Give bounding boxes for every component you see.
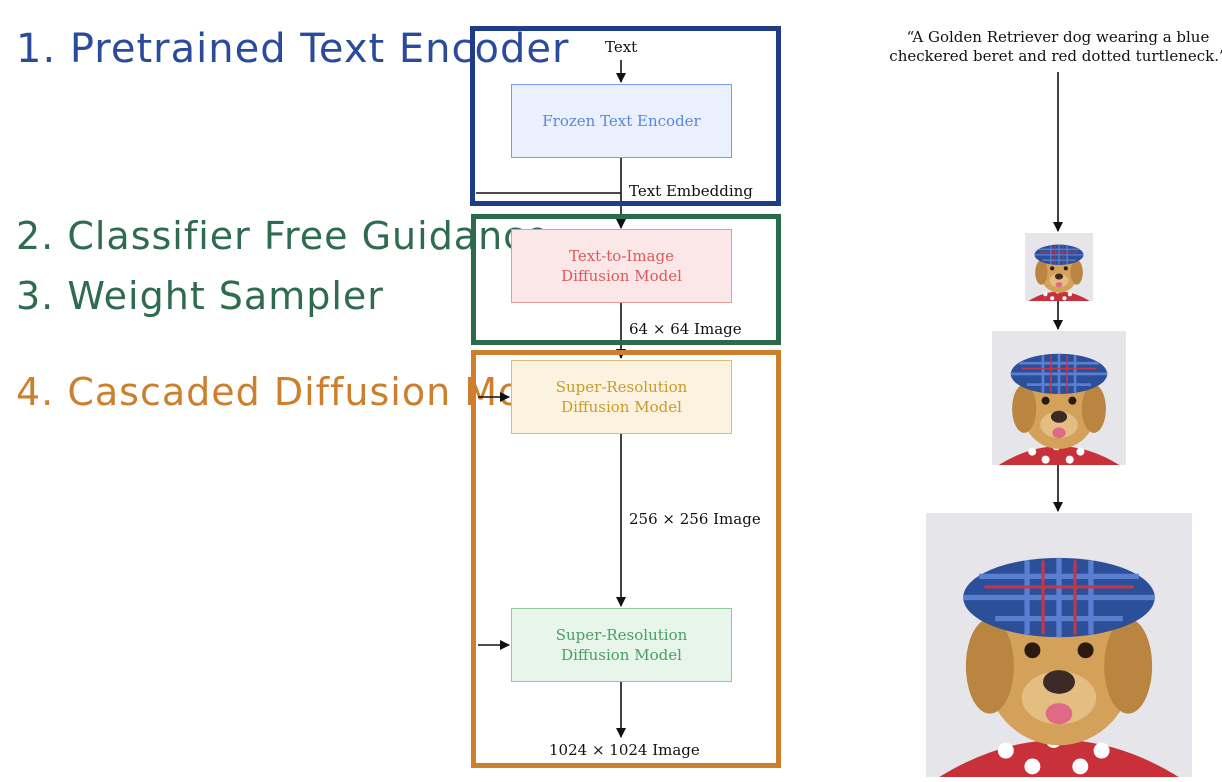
node-line: Diffusion Model <box>561 646 682 664</box>
dog-image-256 <box>992 331 1126 465</box>
annotation-weight-sampler: 3. Weight Sampler <box>16 274 384 318</box>
edge-label-text-embedding: Text Embedding <box>629 182 753 200</box>
node-super-resolution-2: Super-Resolution Diffusion Model <box>511 608 732 682</box>
prompt-line: “A Golden Retriever dog wearing a blue <box>906 28 1210 46</box>
region-classifier-guidance <box>471 214 781 345</box>
dog-image-64 <box>1025 233 1093 301</box>
annotation-pretrained-text-encoder: 1. Pretrained Text Encoder <box>16 26 570 72</box>
node-text-to-image-diffusion: Text-to-Image Diffusion Model <box>511 229 732 303</box>
node-frozen-text-encoder: Frozen Text Encoder <box>511 84 732 158</box>
node-line: Frozen Text Encoder <box>542 112 701 130</box>
edge-label-1024-image: 1024 × 1024 Image <box>549 741 700 759</box>
annotation-classifier-free-guidance: 2. Classifier Free Guidance <box>16 214 550 258</box>
input-text-label: Text <box>605 38 638 56</box>
prompt-line: checkered beret and red dotted turtlenec… <box>889 47 1222 65</box>
node-line: Super-Resolution <box>555 378 688 396</box>
dog-illustration <box>1025 233 1093 301</box>
dog-illustration <box>992 331 1126 465</box>
edge-label-64-image: 64 × 64 Image <box>629 320 742 338</box>
dog-image-1024 <box>926 513 1192 777</box>
region-pretrained-text-encoder <box>470 26 781 206</box>
node-super-resolution-1: Super-Resolution Diffusion Model <box>511 360 732 434</box>
edge-label-256-image: 256 × 256 Image <box>629 510 761 528</box>
annotation-cascaded-diffusion-model: 4. Cascaded Diffusion Model <box>16 370 584 414</box>
region-cascaded-diffusion <box>471 350 781 768</box>
node-line: Text-to-Image <box>569 247 674 265</box>
node-line: Super-Resolution <box>555 626 688 644</box>
node-line: Diffusion Model <box>561 267 682 285</box>
dog-illustration <box>926 513 1192 777</box>
node-line: Diffusion Model <box>561 398 682 416</box>
prompt-text: “A Golden Retriever dog wearing a blue c… <box>880 28 1222 66</box>
